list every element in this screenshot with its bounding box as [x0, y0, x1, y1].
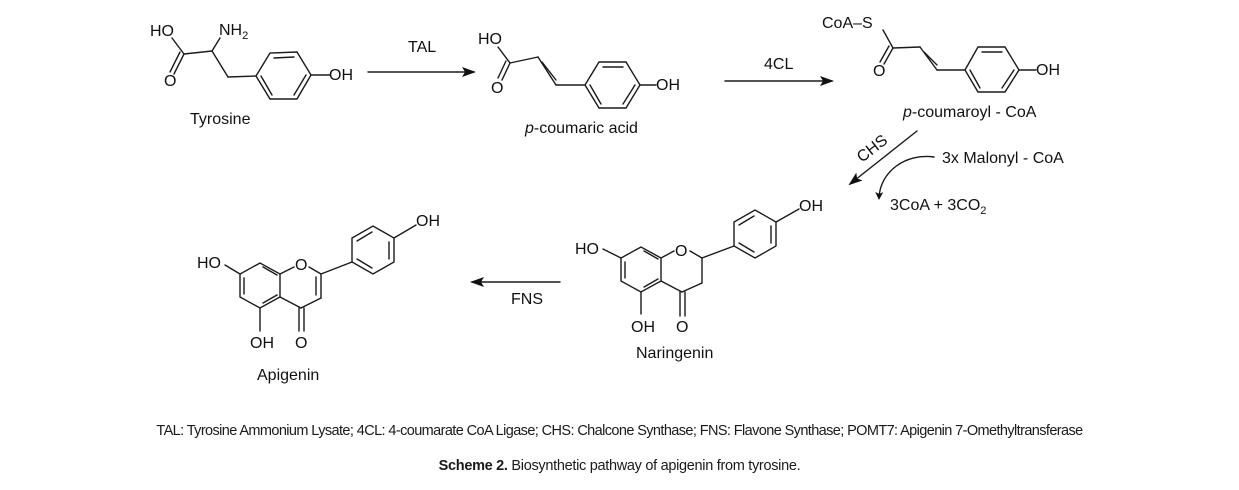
cosubstrate-label: 3x Malonyl - CoA — [942, 150, 1064, 167]
arrow-diagonal-icon — [848, 130, 918, 186]
p-coumaroyl-oh-label: OH — [1036, 62, 1060, 79]
abbreviations-legend: TAL: Tyrosine Ammonium Lysate; 4CL: 4-co… — [156, 423, 1083, 439]
apigenin-ho7-label: HO — [197, 255, 221, 272]
p-coumaroyl-coa-name: p-coumaroyl - CoA — [902, 104, 1037, 121]
compound-apigenin: HO O OH OH O Apigenin — [197, 213, 440, 384]
enzyme-label-fns: FNS — [511, 291, 543, 308]
tyrosine-name: Tyrosine — [190, 111, 251, 128]
apigenin-name: Apigenin — [257, 367, 319, 384]
caption-text: Biosynthetic pathway of apigenin from ty… — [507, 458, 801, 474]
naringenin-ho7-label: HO — [575, 241, 599, 258]
apigenin-o4-label: O — [295, 335, 307, 352]
reaction-arrow-4cl: 4CL — [724, 56, 834, 86]
reaction-arrow-tal: TAL — [367, 39, 476, 77]
reaction-arrow-fns: FNS — [470, 277, 561, 308]
enzyme-label-tal: TAL — [408, 39, 436, 56]
naringenin-ring-o-label: O — [675, 243, 687, 260]
enzyme-label-chs: CHS — [854, 132, 891, 166]
caption-label: Scheme 2. — [438, 458, 508, 474]
apigenin-oh4p-label: OH — [416, 213, 440, 230]
coa-s-label: CoA–S — [822, 15, 873, 32]
compound-tyrosine: HO NH2 O OH Tyrosine — [150, 22, 353, 128]
compound-p-coumaroyl-coa: CoA–S O OH p-coumaroyl - CoA — [822, 15, 1060, 121]
naringenin-oh5-label: OH — [631, 319, 655, 336]
reaction-arrow-chs: CHS 3x Malonyl - CoA 3CoA + 3CO2 — [848, 130, 1064, 217]
tyrosine-o-label: O — [164, 73, 176, 90]
tyrosine-nh2-label: NH2 — [219, 22, 248, 42]
figure-caption: Scheme 2. Biosynthetic pathway of apigen… — [0, 458, 1239, 474]
naringenin-oh4p-label: OH — [799, 198, 823, 215]
p-coumaric-ho-label: HO — [478, 31, 502, 48]
p-coumaric-oh-label: OH — [656, 77, 680, 94]
p-coumaric-acid-name: p-coumaric acid — [524, 120, 638, 137]
enzyme-label-4cl: 4CL — [764, 56, 793, 73]
apigenin-oh5-label: OH — [250, 335, 274, 352]
naringenin-name: Naringenin — [636, 345, 713, 362]
apigenin-ring-o-label: O — [295, 257, 307, 274]
pathway-scheme: HO NH2 O OH Tyrosine TAL HO O OH p-couma… — [150, 15, 1064, 384]
naringenin-o4-label: O — [676, 319, 688, 336]
byproduct-label: 3CoA + 3CO2 — [890, 197, 986, 217]
curved-arrow-icon — [875, 155, 935, 200]
tyrosine-oh-label: OH — [329, 67, 353, 84]
compound-naringenin: HO O OH OH O Naringenin — [575, 198, 823, 362]
tyrosine-ho-label: HO — [150, 23, 174, 40]
compound-p-coumaric-acid: HO O OH p-coumaric acid — [478, 31, 680, 137]
p-coumaric-o-label: O — [491, 80, 503, 97]
p-coumaroyl-o-label: O — [873, 63, 885, 80]
